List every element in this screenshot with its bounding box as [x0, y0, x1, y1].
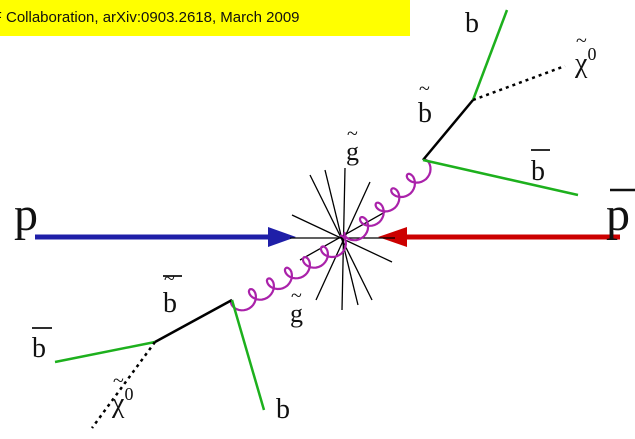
- bquark-upper-top-label: b: [465, 8, 479, 39]
- gluino-lower-line: [229, 234, 348, 312]
- neutralino-upper-tilde: ~: [576, 30, 587, 52]
- bquark-lower-down: [230, 299, 266, 411]
- proton-label: p: [14, 188, 38, 241]
- neutralino-upper-label: χ0: [574, 44, 596, 79]
- sbottom-upper-label: b: [418, 98, 432, 129]
- gluino-upper-tilde: ~: [347, 123, 358, 145]
- bquark-lower-down-label: b: [276, 394, 290, 425]
- gluino-upper-line: [343, 158, 432, 242]
- antiproton-label: p: [606, 188, 630, 241]
- sbottom-lower-line: [154, 298, 233, 344]
- proton-beam-arrowhead: [268, 227, 296, 247]
- antiproton-beam-arrowhead: [378, 227, 407, 247]
- collision-spray: [290, 167, 395, 311]
- bquark-lower-left: [54, 340, 156, 364]
- sbottom-lower-tilde: ~: [164, 268, 175, 290]
- gluino-lower-tilde: ~: [291, 285, 302, 307]
- bquark-upper-right-label: b: [531, 156, 545, 187]
- gluino-lower-label: g: [290, 299, 303, 328]
- bquark-upper-right: [422, 158, 579, 197]
- neutralino-lower-label: χ0: [111, 384, 133, 419]
- neutralino-lower-tilde: ~: [113, 370, 124, 392]
- sbottom-upper-tilde: ~: [419, 78, 430, 100]
- citation-text: CDF Collaboration, arXiv:0903.2618, Marc…: [0, 9, 300, 26]
- caption-box: [0, 0, 410, 36]
- gluino-upper-label: g: [346, 137, 359, 166]
- sbottom-lower-label: b: [163, 288, 177, 319]
- citation-caption: CDF Collaboration, arXiv:0903.2618, Marc…: [0, 0, 410, 36]
- sbottom-upper-line: [422, 99, 474, 161]
- bquark-upper-top: [471, 9, 509, 101]
- neutralino-upper-line: [472, 64, 566, 102]
- bquark-lower-left-label: b: [32, 333, 46, 364]
